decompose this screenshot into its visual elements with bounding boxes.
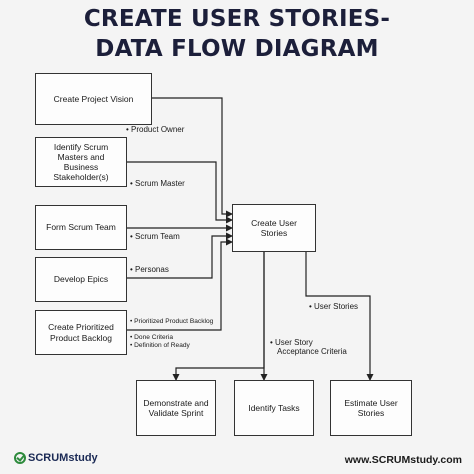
scrumstudy-logo: SCRUMstudy (14, 452, 98, 464)
flow-arrow-product-backlog (127, 238, 233, 331)
diagram-title-line-2: DATA FLOW DIAGRAM (95, 36, 379, 62)
box-label: Identify Tasks (248, 402, 300, 413)
box-form-scrum-team: Form Scrum Team (35, 205, 127, 250)
flow-arrow-scrum-masters (127, 161, 233, 224)
check-circle-icon (14, 452, 26, 464)
label-user-story-acceptance-1: • User Story (270, 338, 313, 347)
label-user-stories: • User Stories (309, 302, 359, 311)
box-label: Create Project Vision (53, 93, 134, 104)
label-product-owner: • Product Owner (126, 125, 185, 134)
box-create-user-stories: Create User Stories (232, 204, 316, 252)
box-label: Demonstrate and Validate Sprint (143, 397, 209, 418)
box-label: Form Scrum Team (46, 222, 116, 233)
box-identify-scrum-masters: Identify Scrum Masters and Business Stak… (35, 137, 127, 187)
label-user-story-acceptance-2: Acceptance Criteria (277, 347, 347, 356)
label-prioritized-product-backlog: • Prioritized Product Backlog (130, 318, 214, 325)
box-label: Identify Scrum Masters and Business Stak… (53, 141, 109, 183)
box-label: Develop Epics (53, 274, 109, 285)
flow-arrow-to-demonstrate (172, 252, 265, 381)
label-scrum-team: • Scrum Team (130, 232, 180, 241)
diagram-title-line-1: CREATE USER STORIES- (83, 6, 391, 32)
box-demonstrate-validate-sprint: Demonstrate and Validate Sprint (136, 380, 216, 436)
logo-text: SCRUMstudy (28, 452, 98, 464)
box-estimate-user-stories: Estimate User Stories (330, 380, 412, 436)
box-create-project-vision: Create Project Vision (35, 73, 152, 125)
box-develop-epics: Develop Epics (35, 257, 127, 302)
box-create-prioritized-product-backlog: Create Prioritized Product Backlog (35, 310, 127, 355)
label-scrum-master: • Scrum Master (130, 179, 185, 188)
website-url: www.SCRUMstudy.com (344, 454, 462, 466)
box-identify-tasks: Identify Tasks (234, 380, 314, 436)
label-done-criteria: • Done Criteria (130, 334, 173, 341)
flow-arrow-to-estimate (305, 252, 374, 381)
label-definition-of-ready: • Definition of Ready (130, 342, 190, 349)
label-personas: • Personas (130, 265, 169, 274)
flow-arrow-develop-epics (127, 232, 233, 279)
box-label: Create User Stories (251, 217, 297, 238)
box-label: Create Prioritized Product Backlog (48, 322, 114, 343)
box-label: Estimate User Stories (344, 397, 398, 418)
flow-arrow-project-vision (152, 97, 233, 218)
